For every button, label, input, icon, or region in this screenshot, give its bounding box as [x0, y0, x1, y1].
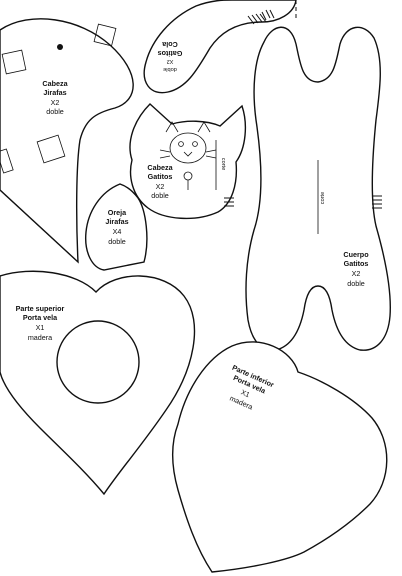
label-cut: corte — [220, 158, 226, 170]
label-subject: Gatitos — [158, 49, 183, 58]
label-qty: X2 — [156, 182, 165, 191]
piece-cuerpo-gatitos: corte Cuerpo Gatitos X2 doble — [245, 9, 392, 351]
spot-mark — [1, 49, 27, 75]
label-qty: X4 — [113, 227, 122, 236]
label-name: Cuerpo — [343, 250, 369, 259]
spot-mark — [0, 148, 14, 174]
piece-cabeza-jirafas: Cabeza Jirafas X2 doble — [0, 18, 134, 264]
hatch-marks — [224, 197, 234, 207]
spot-mark — [93, 23, 117, 47]
label-material: madera — [28, 333, 52, 342]
label-qty: X2 — [352, 269, 361, 278]
label-name: Cola — [161, 40, 178, 49]
label-qty: X1 — [240, 387, 252, 399]
piece-cabeza-gatitos: corte Cabeza Gatitos X2 doble — [129, 103, 247, 220]
label-subject: Jirafas — [105, 217, 128, 226]
hatch-marks — [247, 13, 267, 25]
label-fold: doble — [108, 237, 126, 246]
label-subject: Porta vela — [23, 313, 58, 322]
label-name: Cabeza — [147, 163, 173, 172]
label-subject: Jirafas — [43, 88, 66, 97]
label-qty: X2 — [167, 58, 174, 64]
piece-oreja-jirafas: Oreja Jirafas X4 doble — [85, 183, 148, 271]
label-fold: doble — [46, 107, 64, 116]
eye-mark — [57, 44, 63, 50]
cat-face-drawing — [159, 121, 217, 190]
label-fold: doble — [151, 191, 169, 200]
label-name: Oreja — [108, 208, 127, 217]
label-fold: doble — [347, 279, 365, 288]
label-subject: Gatitos — [344, 259, 369, 268]
label-fold: doble — [163, 66, 177, 72]
label-qty: X1 — [36, 323, 45, 332]
label-qty: X2 — [51, 98, 60, 107]
center-hole — [56, 320, 140, 404]
piece-parte-superior: Parte superior Porta vela X1 madera — [0, 270, 196, 496]
label-name: Parte superior — [16, 304, 65, 313]
piece-cola-gatitos: doble X2 Gatitos Cola — [143, 0, 297, 94]
label-name: Cabeza — [42, 79, 68, 88]
label-subject: Gatitos — [148, 172, 173, 181]
hatch-marks — [261, 9, 382, 209]
spot-mark — [36, 134, 66, 164]
piece-parte-inferior: Parte inferior Porta vela X1 madera — [172, 341, 388, 573]
label-cut: corte — [320, 192, 326, 204]
